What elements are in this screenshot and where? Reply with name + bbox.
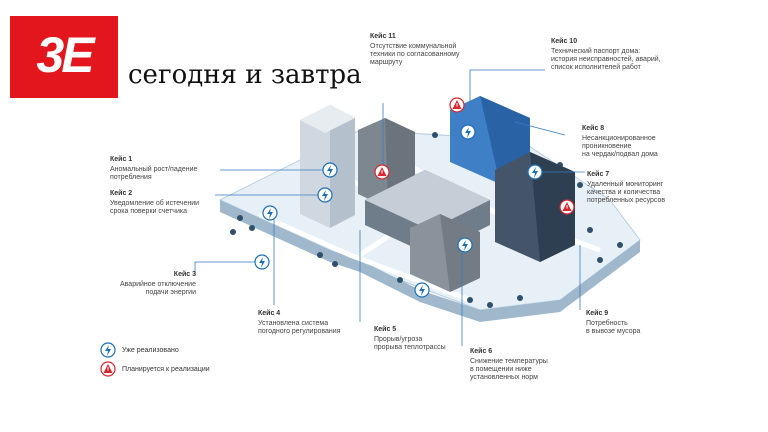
case-title: Кейс 6	[470, 348, 493, 355]
case-title: Кейс 3	[173, 271, 196, 278]
connector-lines	[194, 69, 585, 346]
case-title: Кейс 10	[551, 38, 578, 45]
lightning-icon	[457, 237, 473, 253]
case-title: Кейс 11	[370, 33, 396, 40]
legend-implemented-label: Уже реализовано	[122, 346, 179, 354]
case-8: Кейс 8 Несанкционированное проникновение …	[582, 125, 658, 159]
implemented-markers	[254, 124, 543, 298]
case-description: Аномальный рост/падение потребления	[110, 166, 198, 181]
lightning-icon	[322, 162, 338, 178]
case-10: Кейс 10 Технический паспорт дома: история…	[551, 38, 661, 72]
legend-planned-label: Планируется к реализации	[122, 365, 210, 373]
page-title: сегодня и завтра	[128, 60, 362, 90]
case-5: Кейс 5 Прорыв/угроза прорыва теплотрассы	[374, 326, 446, 352]
case-description: Удаленный мониторинг качества и количест…	[587, 181, 666, 204]
planned-markers	[374, 97, 575, 215]
case-description: Потребность в вывозе мусора	[586, 320, 641, 335]
lightning-icon	[414, 282, 430, 298]
case-description: Прорыв/угроза прорыва теплотрассы	[374, 336, 446, 351]
case-9: Кейс 9 Потребность в вывозе мусора	[586, 310, 640, 336]
brand-logo: 3E	[10, 16, 118, 98]
case-6: Кейс 6 Снижение температуры в помещении н…	[470, 348, 548, 382]
case-title: Кейс 8	[582, 125, 605, 132]
case-title: Кейс 4	[258, 310, 281, 317]
case-title: Кейс 2	[110, 190, 133, 197]
lightning-icon	[527, 164, 543, 180]
case-description: Установлена система погодного регулирова…	[258, 320, 341, 335]
brand-logo-text: 3E	[36, 27, 94, 83]
case-description: Отсутствие коммунальной техники по согла…	[370, 43, 460, 66]
case-title: Кейс 5	[374, 326, 397, 333]
case-description: Несанкционированное проникновение на чер…	[582, 135, 658, 158]
lightning-icon	[254, 254, 270, 270]
case-title: Кейс 7	[587, 171, 610, 178]
case-1: Кейс 1 Аномальный рост/падение потреблени…	[110, 156, 197, 182]
legend-planned: Планируется к реализации	[100, 361, 210, 377]
warning-icon	[449, 97, 465, 113]
case-description: Технический паспорт дома: история неиспр…	[551, 48, 661, 71]
case-11: Кейс 11 Отсутствие коммунальной техники п…	[370, 33, 460, 67]
case-2: Кейс 2 Уведомление об истечении срока пов…	[110, 190, 199, 216]
lightning-icon	[460, 124, 476, 140]
warning-icon	[100, 361, 116, 377]
building-dark-tower	[495, 152, 575, 262]
warning-icon	[559, 199, 575, 215]
trees	[230, 132, 623, 308]
case-title: Кейс 1	[110, 156, 133, 163]
case-4: Кейс 4 Установлена система погодного регу…	[258, 310, 340, 336]
legend-implemented: Уже реализовано	[100, 342, 179, 358]
case-description: Аварийное отключение подачи энергии	[120, 281, 196, 296]
warning-icon	[374, 164, 390, 180]
case-description: Уведомление об истечении срока поверки с…	[110, 200, 200, 215]
building-grey-front	[410, 214, 480, 292]
case-description: Снижение температуры в помещении ниже ус…	[470, 358, 548, 381]
case-3: Кейс 3 Аварийное отключение подачи энерги…	[120, 271, 196, 297]
case-title: Кейс 9	[586, 310, 609, 317]
lightning-icon	[317, 187, 333, 203]
lightning-icon	[100, 342, 116, 358]
case-7: Кейс 7 Удаленный мониторинг качества и ко…	[587, 171, 665, 205]
lightning-icon	[262, 205, 278, 221]
